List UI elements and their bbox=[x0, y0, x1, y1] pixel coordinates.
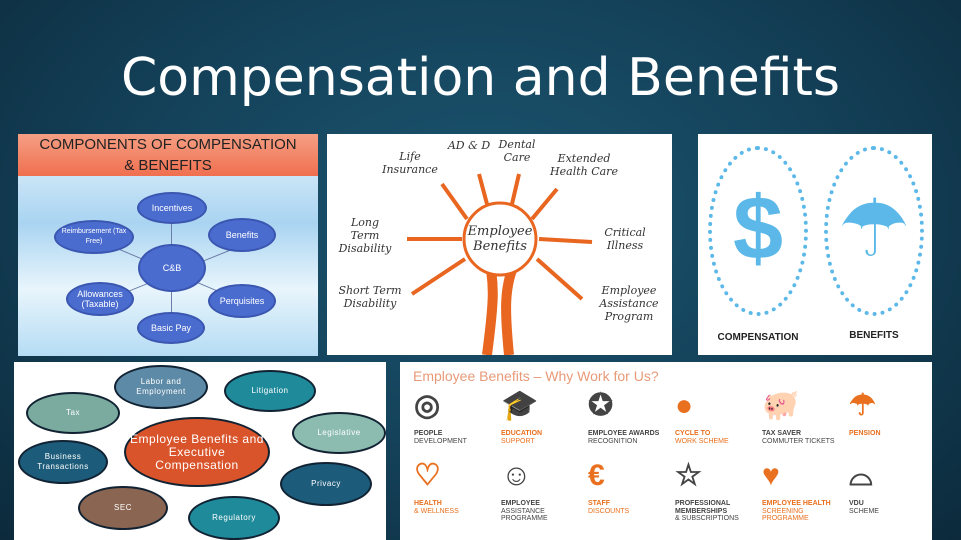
label-critical: Critical Illness bbox=[604, 226, 646, 252]
benefit-sublabel: SCHEME bbox=[849, 507, 879, 515]
node-regulatory: Regulatory bbox=[188, 496, 280, 540]
piggy-bank-icon: 🐖 bbox=[762, 389, 800, 422]
legal-center: Employee Benefits and Executive Compensa… bbox=[124, 417, 270, 487]
node-benefits: Benefits bbox=[208, 218, 276, 252]
header-line-1: COMPONENTS OF COMPENSATION bbox=[39, 136, 297, 153]
components-header: COMPONENTS OF COMPENSATION & BENEFITS bbox=[18, 134, 318, 176]
header-line-2: & BENEFITS bbox=[124, 157, 212, 174]
benefit-label: EMPLOYEE HEALTH bbox=[762, 500, 831, 507]
euro-icon: € bbox=[588, 459, 605, 492]
star-icon: ☆ bbox=[675, 459, 702, 492]
label-extended: Extended Health Care bbox=[550, 152, 618, 178]
comp-benefits-icons: $ ☂ COMPENSATION BENEFITS bbox=[698, 134, 932, 355]
node-privacy: Privacy bbox=[280, 462, 372, 506]
dollar-icon: $ bbox=[732, 179, 784, 279]
label-add: AD & D bbox=[447, 139, 491, 152]
node-legislative: Legislative bbox=[292, 412, 386, 454]
benefit-sublabel: RECOGNITION bbox=[588, 437, 638, 445]
benefits-tree: Employee Benefits Life Insurance AD & D … bbox=[327, 134, 672, 355]
compensation-label: COMPENSATION bbox=[717, 332, 799, 343]
benefit-item: ☂ PENSION bbox=[849, 386, 929, 438]
benefit-label: EMPLOYEE bbox=[501, 500, 540, 507]
heart-icon: ♡ bbox=[414, 459, 441, 492]
benefit-label: TAX SAVER bbox=[762, 430, 802, 437]
benefit-label: PROFESSIONAL MEMBERSHIPS bbox=[675, 500, 731, 515]
node-litigation: Litigation bbox=[224, 370, 316, 412]
benefit-label: VDU bbox=[849, 500, 864, 507]
why-work-panel: Employee Benefits – Why Work for Us? ◎ PE… bbox=[400, 362, 932, 540]
node-reimbursement: Reimbursement (Tax Free) bbox=[54, 220, 134, 254]
benefit-sublabel: COMMUTER TICKETS bbox=[762, 437, 835, 445]
benefits-label: BENEFITS bbox=[849, 330, 899, 341]
slide-title: Compensation and Benefits bbox=[120, 48, 841, 108]
benefit-label: EDUCATION bbox=[501, 430, 543, 437]
umbrella-icon: ☂ bbox=[849, 389, 876, 422]
benefit-sublabel: DISCOUNTS bbox=[588, 507, 630, 515]
benefit-sublabel: ASSISTANCE PROGRAMME bbox=[501, 507, 548, 523]
label-life: Life Insurance bbox=[382, 150, 438, 176]
benefit-label: STAFF bbox=[588, 500, 611, 507]
node-tax: Tax bbox=[26, 392, 120, 434]
tree-illustration bbox=[407, 173, 593, 355]
glasses-icon: ⌓ bbox=[849, 459, 873, 492]
node-sec: SEC bbox=[78, 486, 168, 530]
benefit-sublabel: DEVELOPMENT bbox=[414, 437, 467, 445]
benefit-label: PEOPLE bbox=[414, 430, 443, 437]
benefit-sublabel: SCREENING PROGRAMME bbox=[762, 507, 809, 523]
benefit-sublabel: SUPPORT bbox=[501, 437, 535, 445]
bicycle-icon: ● bbox=[675, 389, 694, 422]
node-business: Business Transactions bbox=[18, 440, 108, 484]
benefit-sublabel: & WELLNESS bbox=[414, 507, 459, 515]
benefit-label: CYCLE TO bbox=[675, 430, 711, 437]
award-ribbon-icon: ✪ bbox=[588, 389, 614, 422]
benefit-label: PENSION bbox=[849, 430, 881, 437]
benefit-sublabel: & SUBSCRIPTIONS bbox=[675, 515, 739, 522]
benefit-label: HEALTH bbox=[414, 500, 442, 507]
umbrella-icon: ☂ bbox=[838, 184, 910, 273]
graduation-cap-icon: 🎓 bbox=[501, 389, 539, 422]
benefit-item: ♡ HEALTH& WELLNESS bbox=[414, 456, 494, 515]
label-dental: Dental Care bbox=[498, 138, 536, 164]
node-incentives: Incentives bbox=[137, 192, 207, 224]
label-ltd: Long Term Disability bbox=[338, 216, 392, 255]
benefit-sublabel: WORK SCHEME bbox=[675, 437, 729, 445]
tree-center: Employee Benefits bbox=[467, 224, 533, 254]
components-diagram: COMPONENTS OF COMPENSATION & BENEFITS In… bbox=[18, 134, 318, 356]
label-std: Short Term Disability bbox=[338, 284, 402, 310]
why-title: Employee Benefits – Why Work for Us? bbox=[413, 368, 659, 384]
people-icon: ☺ bbox=[501, 459, 532, 492]
node-labor: Labor and Employment bbox=[114, 365, 208, 409]
legal-diagram: Labor and Employment Litigation Tax Legi… bbox=[14, 362, 386, 540]
node-allowances: Allowances (Taxable) bbox=[66, 282, 134, 316]
node-perquisites: Perquisites bbox=[208, 284, 276, 318]
node-basic-pay: Basic Pay bbox=[137, 312, 205, 344]
wifi-person-icon: ◎ bbox=[414, 389, 441, 422]
benefit-label: EMPLOYEE AWARDS bbox=[588, 430, 660, 437]
benefit-item: ☆ PROFESSIONAL MEMBERSHIPS& SUBSCRIPTIONS bbox=[675, 456, 755, 523]
label-eap: Employee Assistance Program bbox=[599, 284, 659, 323]
node-center: C&B bbox=[138, 244, 206, 292]
hand-heart-icon: ♥ bbox=[762, 459, 780, 492]
